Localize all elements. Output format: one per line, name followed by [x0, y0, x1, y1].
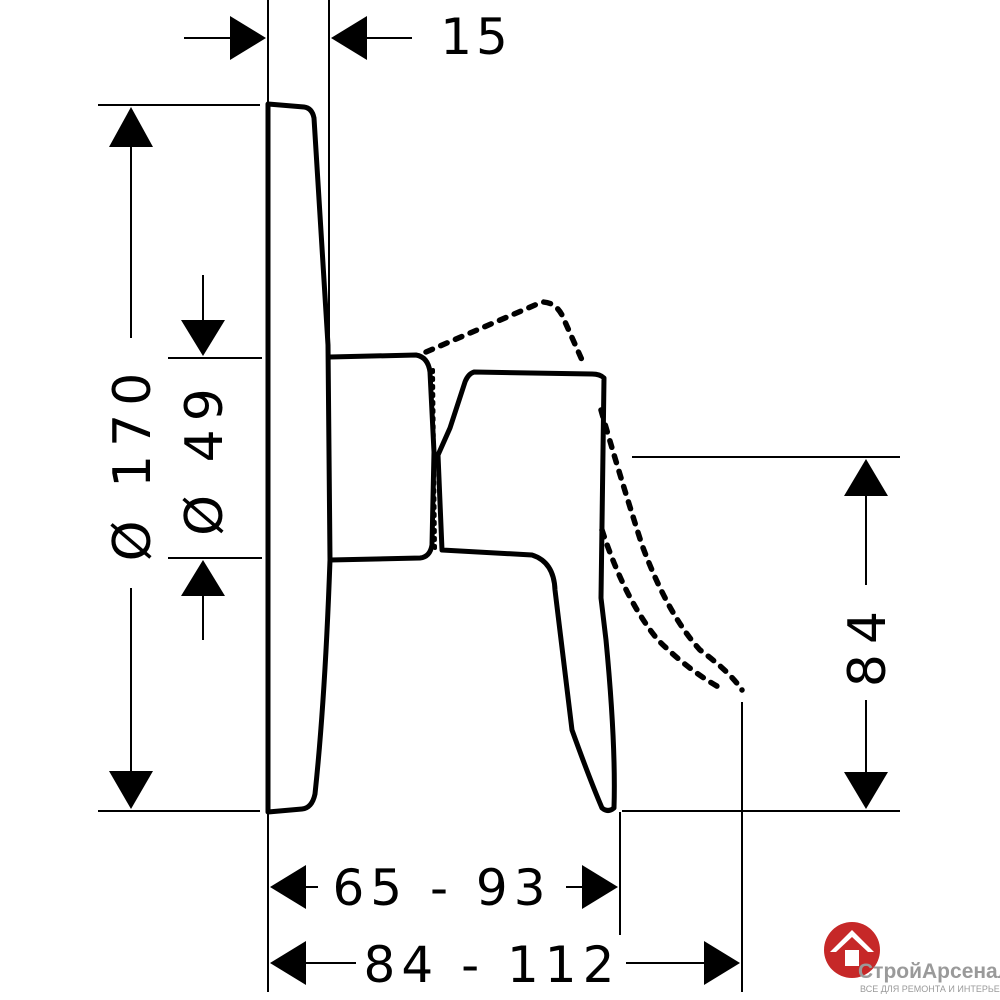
arrow-84-112-left [270, 941, 306, 985]
lever-handle-outline [435, 369, 617, 813]
body-connector-dotted [431, 368, 437, 550]
arrow-84-112-right [704, 941, 740, 985]
brand-name: СтройАрсенал [858, 960, 1000, 983]
dim-label-projection-min: 65 - 93 [332, 859, 551, 917]
mixer-body-outline [327, 352, 437, 563]
brand-logo-roof-icon [830, 930, 874, 952]
arrow-170-top [109, 107, 153, 147]
arrow-15-left [230, 16, 266, 60]
arrow-84-top [844, 459, 888, 496]
arrow-65-93-left [270, 865, 306, 909]
brand-tagline: ВСЕ ДЛЯ РЕМОНТА И ИНТЕРЬЕРА [860, 984, 1000, 994]
arrow-49-bottom [181, 560, 225, 596]
arrow-65-93-right [582, 865, 618, 909]
arrow-49-top [181, 320, 225, 356]
cover-plate-outline [265, 101, 333, 815]
dim-label-lever-height: 84 [838, 601, 898, 687]
brand-logo-door-icon [845, 950, 859, 966]
dim-label-plate-diameter: Ø 170 [103, 365, 163, 562]
lever-alt-position-front [598, 407, 745, 693]
dim-label-wall-gap: 15 [440, 8, 512, 66]
dim-label-projection-max: 84 - 112 [364, 936, 621, 994]
arrow-84-bottom [844, 772, 888, 809]
brand-logo: СтройАрсенал ВСЕ ДЛЯ РЕМОНТА И ИНТЕРЬЕРА [824, 922, 1000, 994]
arrow-170-bottom [109, 771, 153, 809]
lever-alt-position-back [599, 527, 727, 693]
arrow-15-right [331, 16, 367, 60]
dim-label-body-diameter: Ø 49 [175, 380, 235, 536]
lever-alt-position-top [423, 299, 585, 363]
